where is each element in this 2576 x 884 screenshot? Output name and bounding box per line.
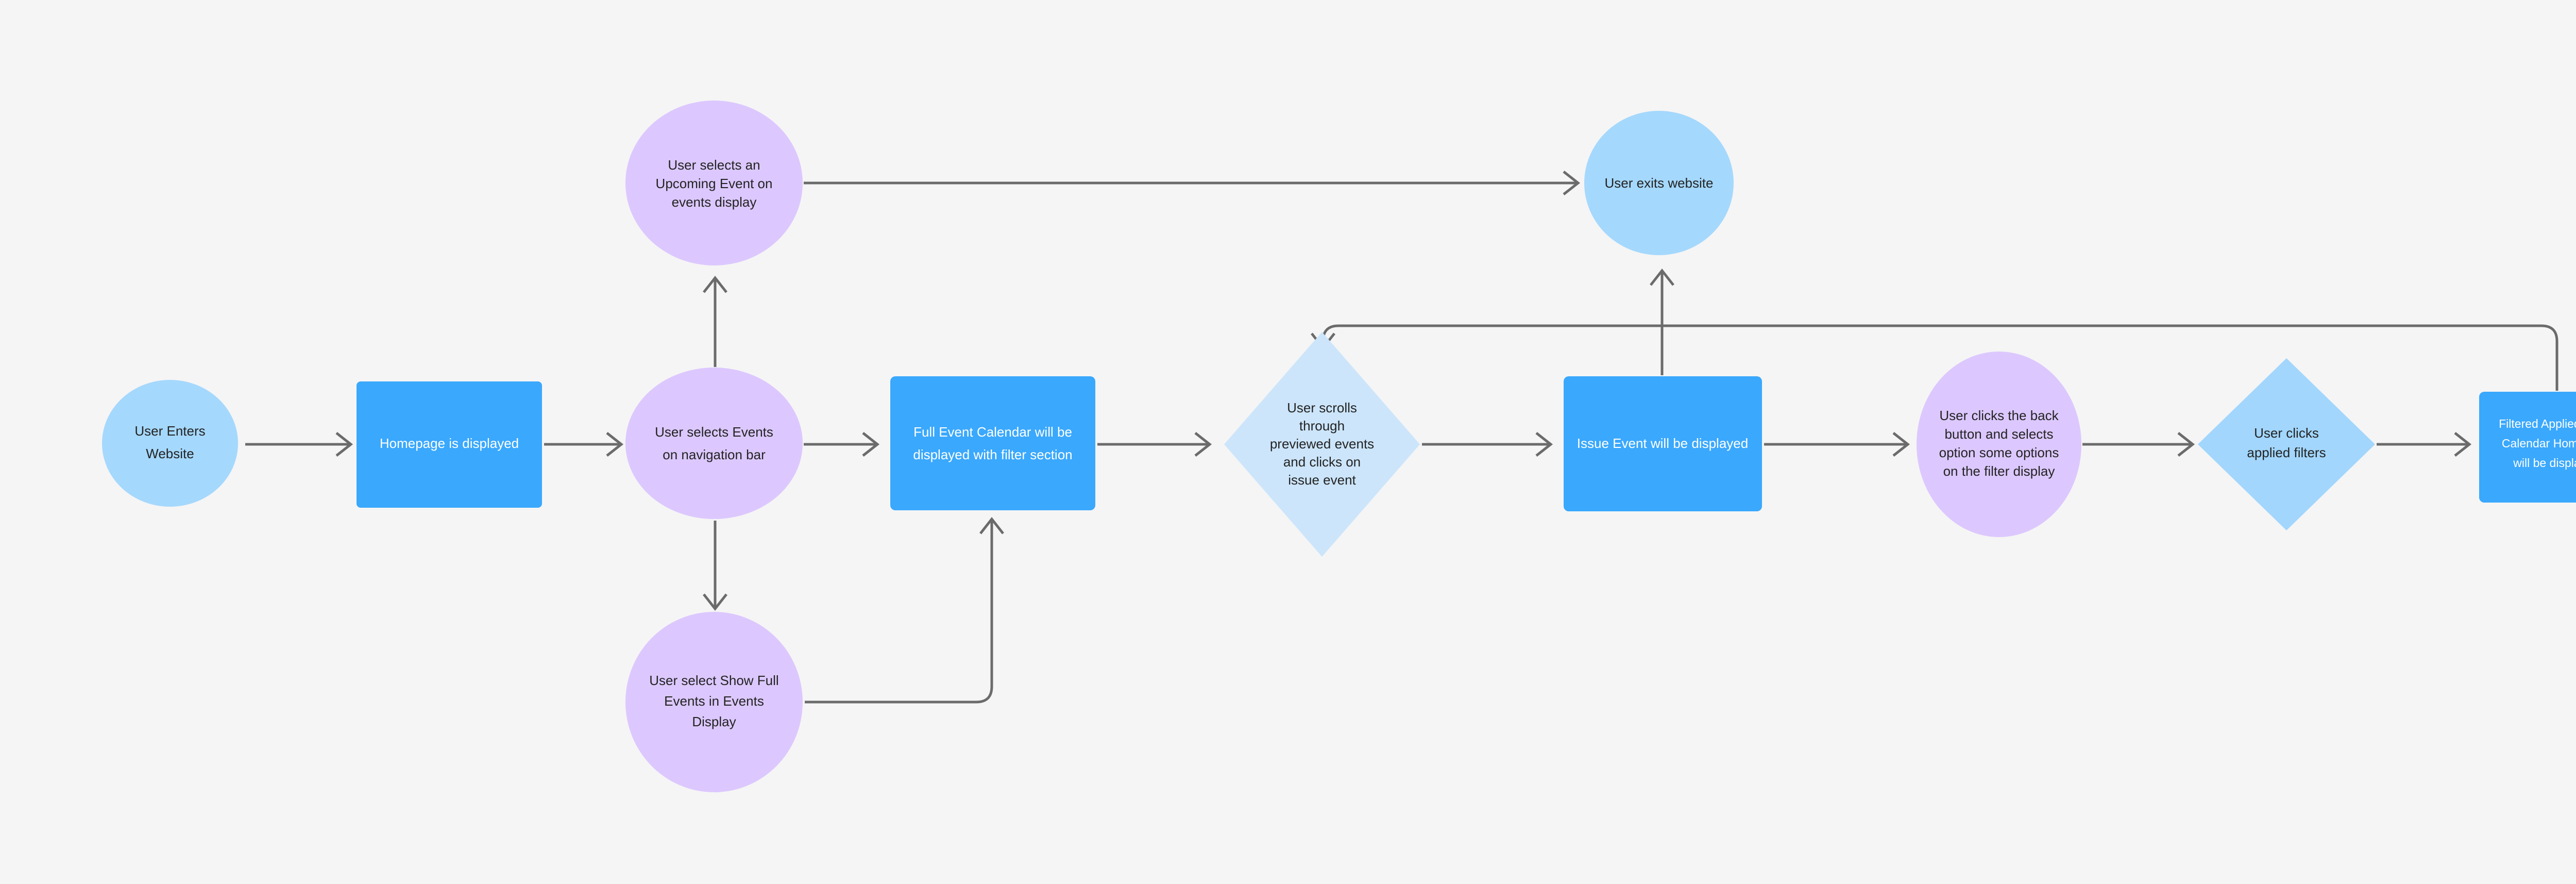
node-full-event-calendar[interactable]: Full Event Calendar will be displayed wi… xyxy=(890,376,1095,510)
edge-nav-to-showfull xyxy=(703,521,727,611)
node-user-clicks-applied-filters[interactable]: User clicks applied filters xyxy=(2198,358,2375,530)
user-clicks-back-button-shape[interactable] xyxy=(1917,352,2081,537)
edge-filtered-to-scrolls-loop xyxy=(1311,324,2558,391)
edge-showfull-to-calendar xyxy=(805,516,1004,704)
user-selects-upcoming-event-shape[interactable] xyxy=(625,101,803,265)
edge-nav-to-calendar xyxy=(804,432,880,457)
node-user-selects-events-nav[interactable]: User selects Events on navigation bar xyxy=(625,368,803,519)
issue-event-displayed-shape[interactable] xyxy=(1564,376,1762,511)
node-filtered-applied-calendar[interactable]: Filtered Applied Event Calendar Homepage… xyxy=(2479,392,2576,503)
edge-homepage-to-nav xyxy=(544,432,624,457)
user-select-show-full-events-shape[interactable] xyxy=(625,612,803,792)
user-scrolls-previewed-events-shape[interactable] xyxy=(1224,332,1420,557)
node-user-select-show-full-events[interactable]: User select Show Full Events in Events D… xyxy=(625,612,803,792)
user-enters-website-shape[interactable] xyxy=(102,380,238,507)
node-user-scrolls-previewed-events[interactable]: User scrolls through previewed events an… xyxy=(1224,332,1420,557)
node-issue-event-displayed[interactable]: Issue Event will be displayed xyxy=(1564,376,1762,511)
edge-issue-to-exit xyxy=(1650,268,1674,375)
homepage-displayed-shape[interactable] xyxy=(357,381,542,508)
node-user-clicks-back-button[interactable]: User clicks the back button and selects … xyxy=(1917,352,2081,537)
user-clicks-applied-filters-shape[interactable] xyxy=(2198,358,2375,530)
node-user-exits-website[interactable]: User exits website xyxy=(1584,111,1734,255)
edge-filters-to-filtered xyxy=(2377,432,2472,457)
user-exits-website-shape[interactable] xyxy=(1584,111,1734,255)
edge-nav-to-upcoming xyxy=(703,275,727,367)
full-event-calendar-shape[interactable] xyxy=(890,376,1095,510)
user-selects-events-nav-shape[interactable] xyxy=(625,368,803,519)
edge-enters-to-homepage xyxy=(245,432,353,457)
edge-issue-to-back xyxy=(1764,432,1910,457)
edge-scrolls-to-issue xyxy=(1422,432,1553,457)
node-user-enters-website[interactable]: User Enters Website xyxy=(102,380,238,507)
filtered-applied-calendar-shape[interactable] xyxy=(2479,392,2576,503)
edge-upcoming-to-exit xyxy=(804,171,1581,195)
node-layer: User Enters Website Homepage is displaye… xyxy=(102,101,2576,792)
edge-back-to-filters xyxy=(2082,432,2195,457)
node-user-selects-upcoming-event[interactable]: User selects an Upcoming Event on events… xyxy=(625,101,803,265)
edge-calendar-to-scrolls xyxy=(1097,432,1212,457)
node-homepage-displayed[interactable]: Homepage is displayed xyxy=(357,381,542,508)
